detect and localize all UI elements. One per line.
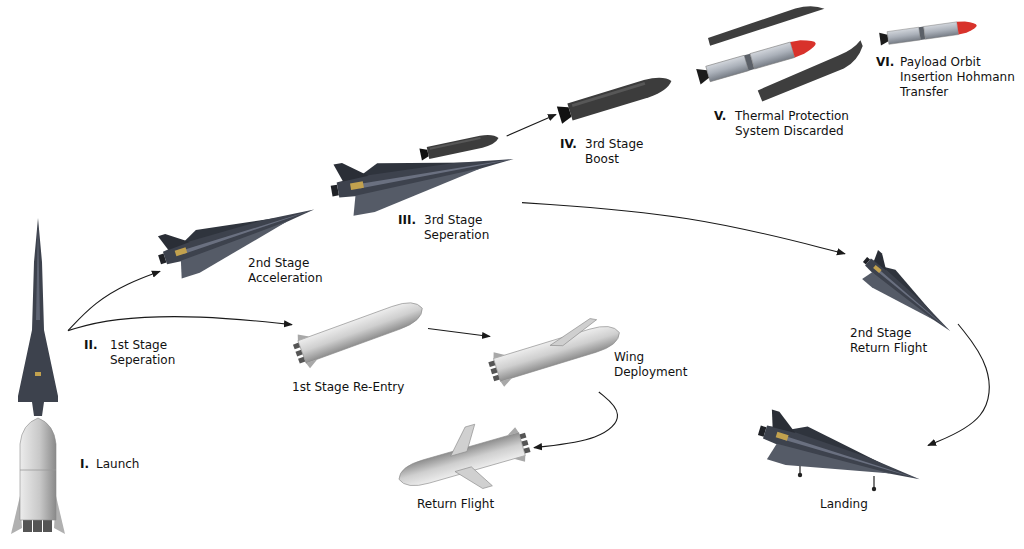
stage-seam (20, 470, 56, 471)
booster-body (394, 425, 533, 497)
gear-wheel (798, 473, 802, 477)
booster-engine (23, 520, 32, 532)
stage-node: IV.3rd Stage Boost (556, 76, 674, 124)
stage-label: Launch (96, 457, 139, 472)
stage-label: 2nd Stage Return Flight (850, 326, 934, 356)
second-stage-plane (752, 408, 927, 504)
stage-number: V. (714, 109, 726, 124)
first-stage-booster (485, 312, 625, 389)
booster-engine (43, 520, 52, 532)
third-stage (419, 132, 499, 161)
stage-node: VI.Payload Orbit Insertion Hohmann Trans… (876, 16, 980, 48)
gear-leg (873, 476, 874, 488)
flow-arrow (534, 392, 617, 448)
stage-node: Wing Deployment (490, 318, 626, 392)
stage-number: VI. (876, 55, 894, 70)
first-stage (20, 418, 56, 520)
orbiter-ridge (36, 224, 40, 320)
stage-node: 1st Stage Re-Entry (292, 293, 428, 372)
booster-body (486, 315, 625, 389)
launch-stack (11, 218, 65, 534)
stage-label: 1st Stage Seperation (110, 338, 182, 368)
first-stage-booster (390, 412, 536, 510)
stage-node: 2nd Stage Return Flight (845, 246, 958, 324)
flow-arrow (428, 329, 490, 337)
stage-label: 3rd Stage Seperation (424, 213, 498, 243)
booster-wing (455, 463, 492, 495)
third-stage (557, 72, 674, 123)
stage-number: I. (80, 457, 89, 472)
stage-node: I.Launch (10, 214, 68, 538)
flow-arrow (522, 203, 845, 254)
gear-wheel (872, 487, 876, 491)
stage-node: III.3rd Stage Seperation (330, 136, 522, 210)
fairing-half (706, 1, 826, 46)
stage-label: 3rd Stage Boost (585, 137, 657, 167)
stage-number: III. (398, 213, 416, 228)
stage-node: 2nd Stage Acceleration (160, 200, 322, 275)
stage-node: Landing (758, 405, 928, 495)
first-stage-booster (290, 291, 428, 371)
stage-number: II. (84, 338, 98, 353)
stage-label: 2nd Stage Acceleration (248, 256, 330, 286)
stage-node: V.Thermal Protection System Discarded (694, 2, 862, 104)
flow-arrow (68, 271, 160, 330)
stage-label: Thermal Protection System Discarded (735, 109, 857, 139)
orbiter-gold-mark (35, 372, 41, 376)
flow-arrow (68, 317, 292, 331)
stage-number: IV. (560, 137, 577, 152)
upper-stage-payload (879, 19, 977, 45)
stage-label: Landing (820, 497, 868, 512)
stage-label: 1st Stage Re-Entry (292, 380, 404, 395)
booster-engine (33, 520, 42, 532)
stage-label: Return Flight (417, 497, 494, 512)
flow-arrow (928, 324, 989, 446)
second-stage-plane (327, 134, 518, 219)
fairing-half (755, 40, 868, 101)
booster-wing (444, 424, 481, 456)
stage-label: Payload Orbit Insertion Hohmann Transfer (900, 55, 1018, 100)
flow-arrow (507, 114, 556, 136)
booster-wing (546, 317, 601, 349)
stage-node: Return Flight (396, 418, 534, 492)
orbiter-plane (18, 218, 58, 416)
stage-label: Wing Deployment (614, 350, 694, 380)
